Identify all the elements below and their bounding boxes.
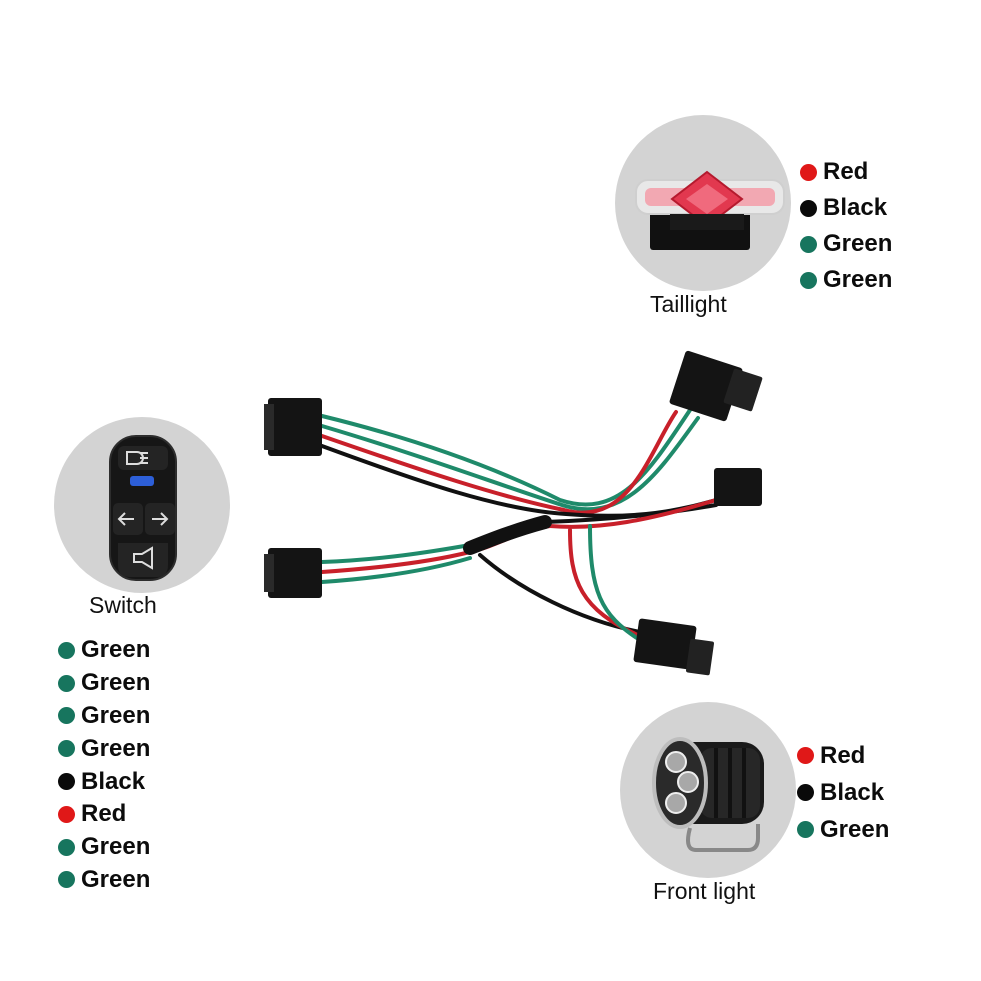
- taillight-caption: Taillight: [650, 291, 727, 317]
- connector-switch-bottom: [264, 548, 322, 598]
- wire-color-label: Green: [823, 230, 893, 257]
- wire-color-dot: [797, 784, 814, 801]
- wire-item: Green: [58, 667, 150, 700]
- front-light-icon: [652, 737, 764, 852]
- wire-item: Red: [800, 154, 892, 190]
- wire-color-label: Red: [81, 800, 127, 828]
- wire-item: Green: [58, 864, 150, 897]
- wire-color-label: Black: [823, 194, 888, 221]
- wire-color-dot: [58, 707, 75, 725]
- wire-color-label: Red: [820, 741, 866, 769]
- wire-color-dot: [800, 235, 817, 253]
- wire-item: Green: [797, 811, 889, 848]
- connector-black-red: [714, 468, 762, 506]
- wire-color-dot: [58, 838, 75, 856]
- wire-color-label: Green: [81, 833, 151, 861]
- wire-item: Green: [58, 732, 150, 765]
- wire-item: Black: [800, 190, 892, 226]
- wire-color-dot: [800, 163, 817, 181]
- wire-item: Green: [800, 262, 892, 298]
- wire-color-dot: [58, 740, 75, 758]
- wire-color-label: Black: [81, 767, 146, 795]
- wire-color-dot: [58, 871, 75, 889]
- wire-item: Black: [58, 765, 150, 798]
- taillight-icon: [635, 170, 785, 250]
- connector-taillight: [669, 350, 763, 422]
- wire-item: Green: [58, 831, 150, 864]
- wire-color-label: Green: [81, 734, 151, 762]
- wire-color-label: Green: [81, 669, 151, 697]
- connector-switch-top: [264, 398, 322, 456]
- wire-color-label: Green: [81, 701, 151, 729]
- wire-color-dot: [58, 805, 75, 823]
- wire-item: Red: [58, 798, 150, 831]
- wire-color-dot: [800, 199, 817, 217]
- wire-color-dot: [797, 821, 814, 838]
- wire-color-dot: [58, 773, 75, 791]
- wire-color-label: Green: [820, 815, 890, 843]
- wire-color-label: Green: [81, 865, 151, 893]
- front-light-caption: Front light: [653, 878, 756, 904]
- connector-front-light: [633, 618, 714, 676]
- wire-item: Green: [58, 700, 150, 733]
- wire-color-label: Green: [823, 266, 893, 293]
- wire-item: Green: [58, 634, 150, 667]
- horn-icon: [118, 543, 168, 577]
- wire-item: Green: [800, 226, 892, 262]
- wire-color-dot: [797, 747, 814, 764]
- wire-color-label: Green: [81, 636, 151, 664]
- wire-color-label: Black: [820, 778, 885, 806]
- switch-icon: [109, 435, 177, 581]
- mode-button-icon: [130, 476, 154, 486]
- switch-caption: Switch: [89, 592, 157, 618]
- wire-color-dot: [58, 674, 75, 692]
- wire-color-label: Red: [823, 158, 869, 185]
- wire-item: Red: [797, 737, 889, 774]
- wire-item: Black: [797, 774, 889, 811]
- wire-color-dot: [58, 641, 75, 659]
- wire-color-dot: [800, 271, 817, 289]
- wiring-harness: [320, 408, 718, 642]
